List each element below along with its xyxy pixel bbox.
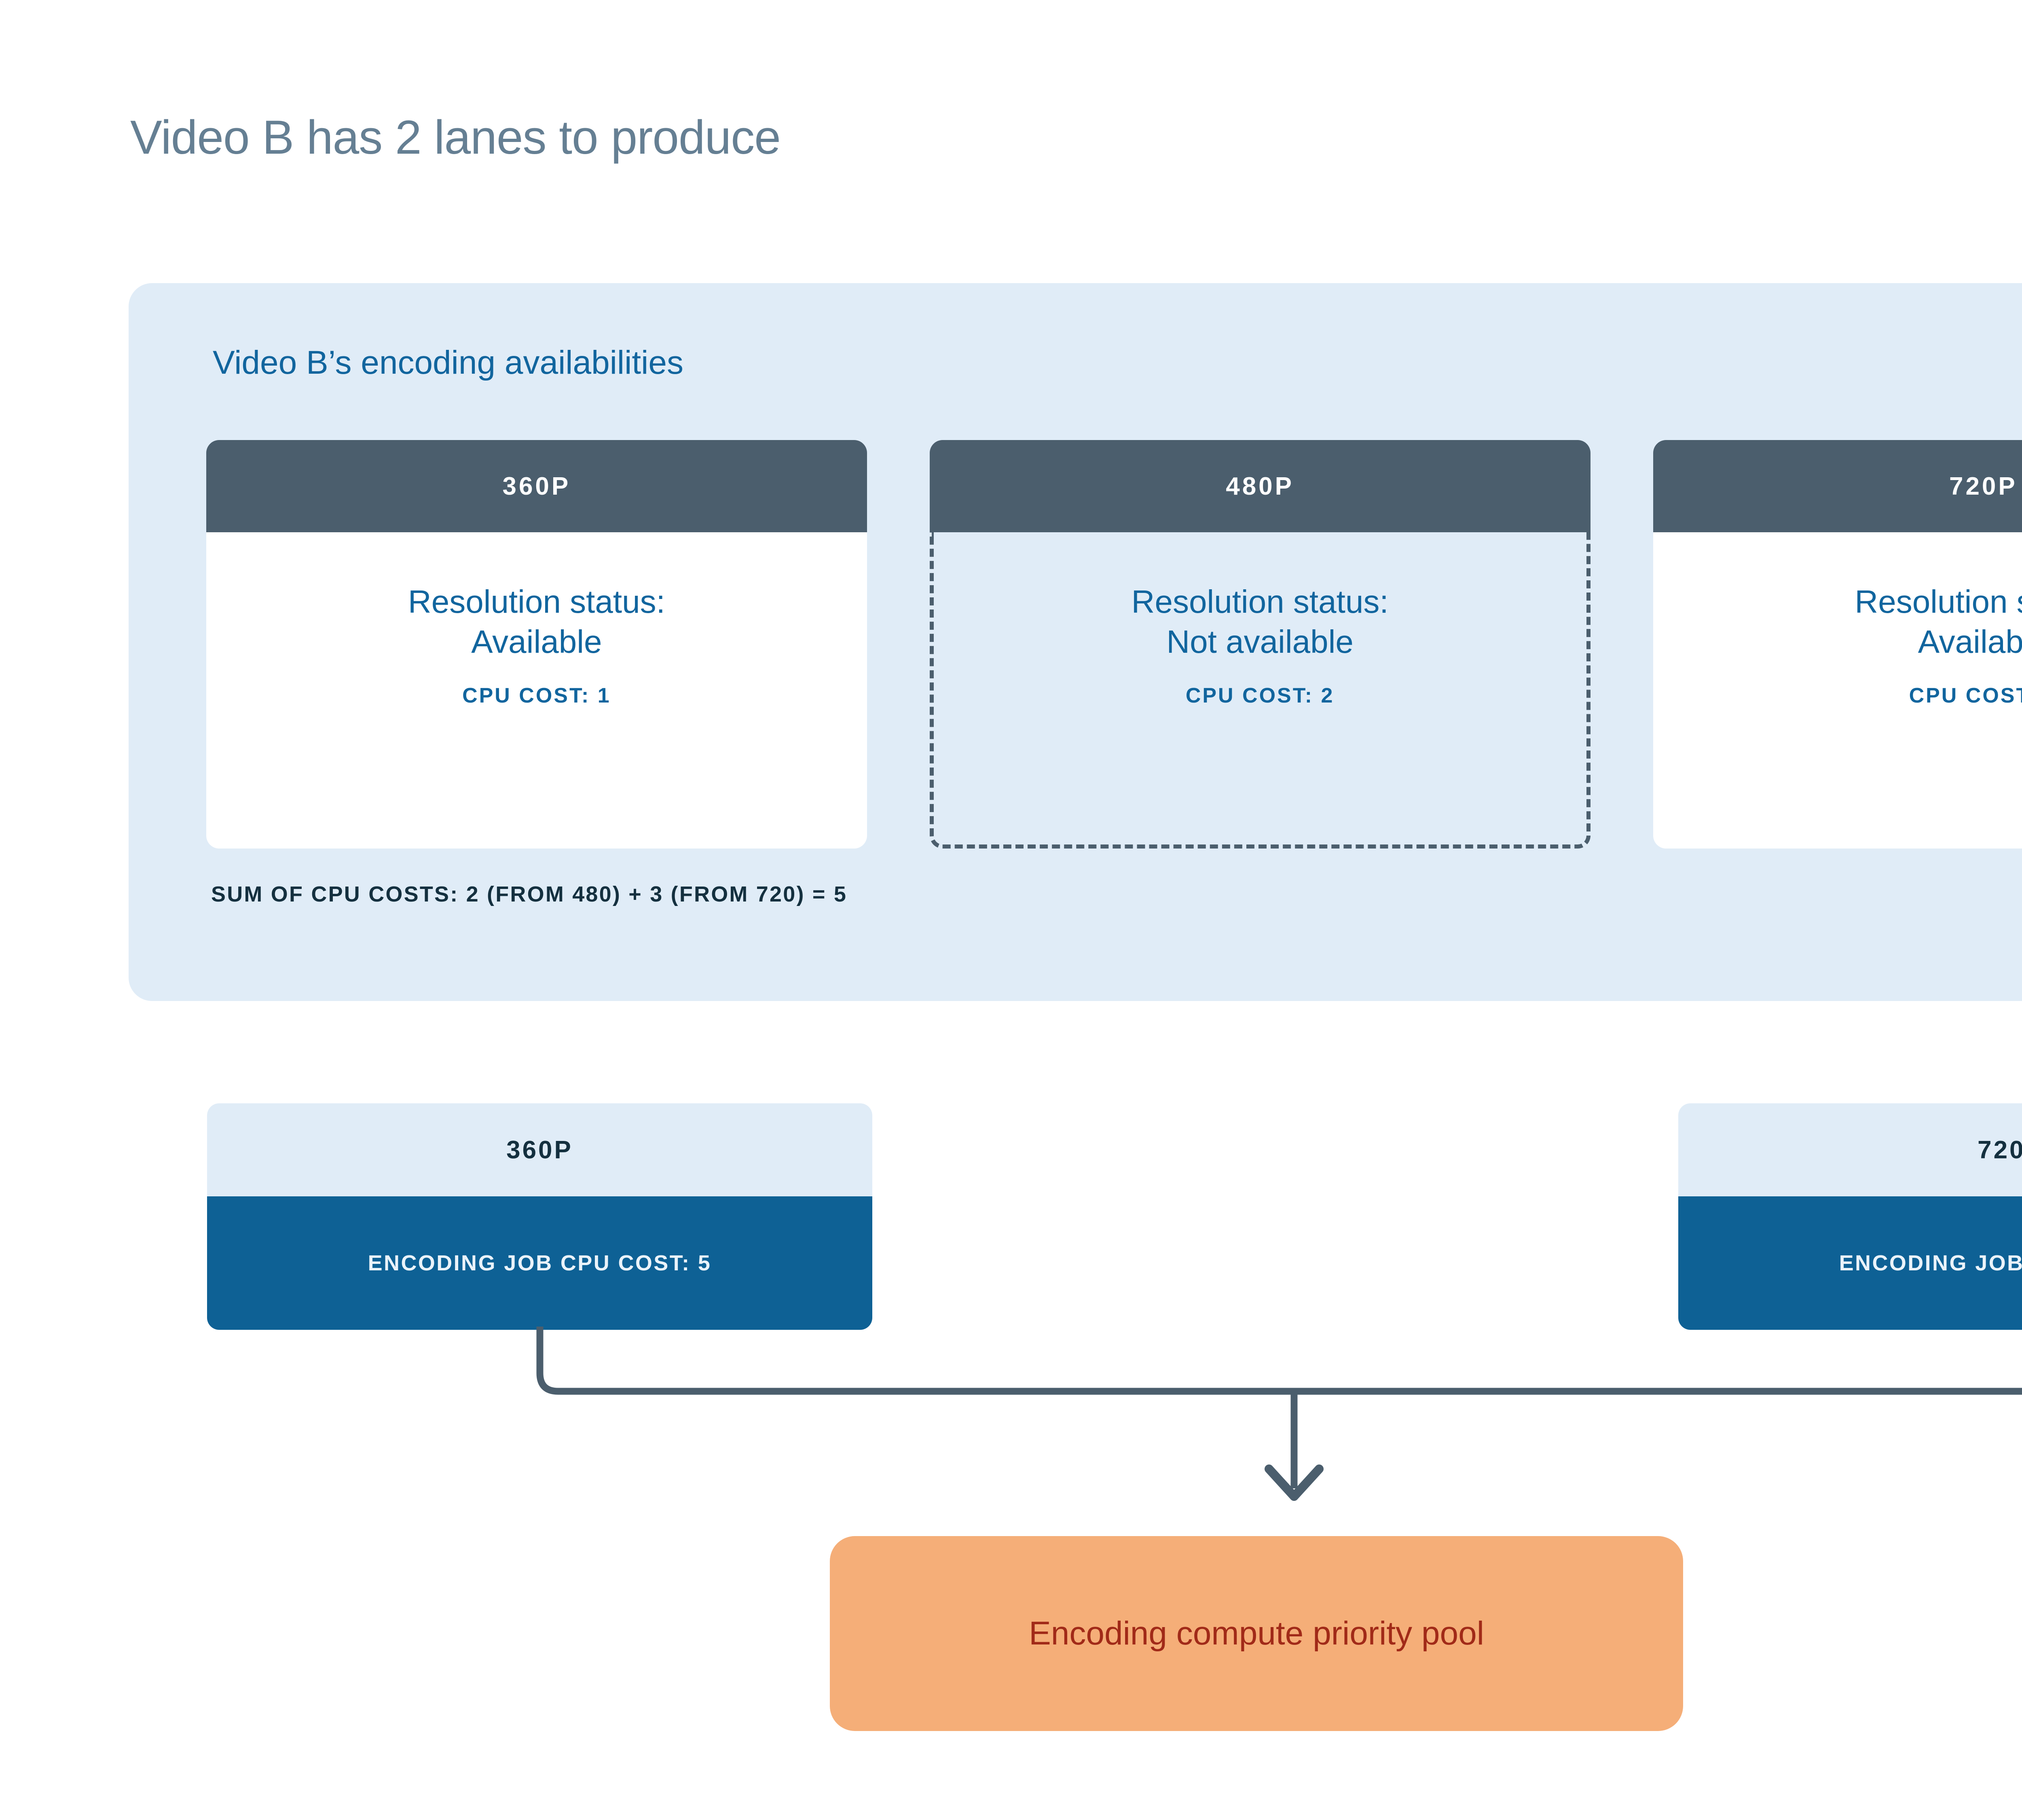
resolution-cpu-cost-480p: CPU COST: 2: [1185, 684, 1335, 708]
resolution-card-body-480p: Resolution status: Not available CPU COS…: [929, 532, 1591, 849]
resolution-card-720p[interactable]: 720P Resolution status: Available CPU CO…: [1653, 440, 2022, 849]
resolution-status-label-360p: Resolution status:: [408, 584, 665, 620]
resolution-card-list: 360P Resolution status: Available CPU CO…: [206, 440, 2022, 849]
resolution-status-label-720p: Resolution status:: [1855, 584, 2022, 620]
resolution-status-label-480p: Resolution status:: [1131, 584, 1389, 620]
encoding-compute-priority-pool[interactable]: Encoding compute priority pool: [830, 1536, 1683, 1731]
resolution-card-body-720p: Resolution status: Available CPU COST: 3: [1653, 532, 2022, 849]
resolution-card-header-360p: 360P: [206, 440, 867, 532]
encoding-job-resolution-360p: 360P: [207, 1103, 872, 1196]
merge-arrow-down-icon: [536, 1327, 2022, 1501]
panel-title: Video B’s encoding availabilities: [213, 344, 683, 381]
resolution-card-480p[interactable]: 480P Resolution status: Not available CP…: [929, 440, 1591, 849]
encoding-job-cost-360p: ENCODING JOB CPU COST: 5: [207, 1196, 872, 1330]
resolution-card-360p[interactable]: 360P Resolution status: Available CPU CO…: [206, 440, 867, 849]
resolution-card-header-480p: 480P: [929, 440, 1591, 532]
encoding-job-box-720p[interactable]: 720P ENCODING JOB CPU COST: 5: [1678, 1103, 2022, 1330]
encoding-job-box-360p[interactable]: 360P ENCODING JOB CPU COST: 5: [207, 1103, 872, 1330]
resolution-status-value-720p: Available: [1918, 624, 2022, 660]
pool-label: Encoding compute priority pool: [1029, 1615, 1484, 1652]
sum-of-cpu-costs: SUM OF CPU COSTS: 2 (FROM 480) + 3 (FROM…: [211, 882, 848, 906]
encoding-job-cost-720p: ENCODING JOB CPU COST: 5: [1678, 1196, 2022, 1330]
resolution-status-value-480p: Not available: [1166, 624, 1354, 660]
availability-panel: Video B’s encoding availabilities 360P R…: [129, 283, 2022, 1001]
resolution-cpu-cost-360p: CPU COST: 1: [462, 684, 611, 708]
resolution-status-value-360p: Available: [471, 624, 602, 660]
resolution-cpu-cost-720p: CPU COST: 3: [1909, 684, 2022, 708]
resolution-card-body-360p: Resolution status: Available CPU COST: 1: [206, 532, 867, 849]
resolution-card-header-720p: 720P: [1653, 440, 2022, 532]
page-title: Video B has 2 lanes to produce: [130, 111, 781, 164]
encoding-job-resolution-720p: 720P: [1678, 1103, 2022, 1196]
